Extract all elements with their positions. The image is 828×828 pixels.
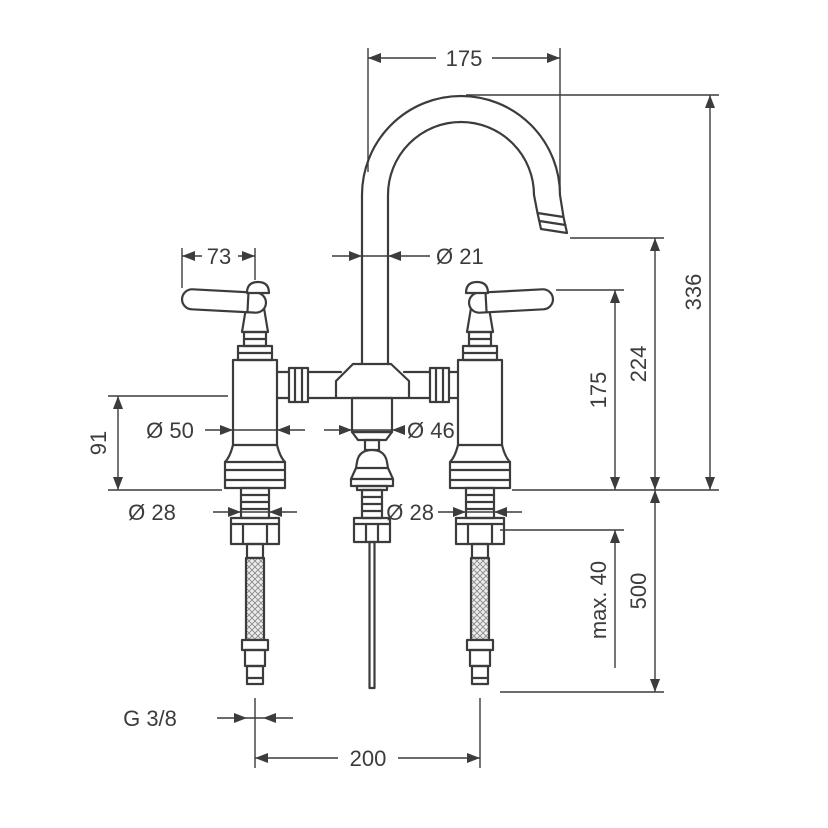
- tee-junction: [334, 362, 411, 400]
- dim-handle-height-label: 175: [586, 372, 611, 409]
- dim-hose-length: 500: [626, 490, 660, 692]
- dim-valve-diameter-label: Ø 50: [146, 418, 194, 443]
- dim-spout-diameter: Ø 21: [332, 244, 484, 269]
- dim-thread-size-label: G 3/8: [123, 706, 177, 731]
- dim-right-shank-diameter-label: Ø 28: [386, 500, 434, 525]
- dim-total-height: 336: [681, 95, 715, 490]
- dim-thread-size: G 3/8: [123, 706, 293, 731]
- right-mounting-nut: [454, 516, 506, 546]
- left-mounting-nut: [229, 516, 281, 546]
- right-supply-hose: [465, 556, 495, 686]
- dim-left-shank-diameter: Ø 28: [128, 500, 297, 525]
- pipe-flange-left: [287, 366, 310, 404]
- dim-total-height-label: 336: [681, 274, 706, 311]
- left-valve: [180, 280, 287, 686]
- dim-hole-distance-label: 200: [350, 746, 387, 771]
- dim-hose-length-label: 500: [626, 573, 651, 610]
- dim-outlet-height-label: 224: [626, 346, 651, 383]
- dim-spout-reach: 175: [367, 45, 561, 190]
- dim-spout-reach-label: 175: [446, 46, 483, 71]
- left-supply-hose: [240, 556, 270, 686]
- right-valve: [448, 280, 555, 686]
- dim-outlet-height: 224: [626, 238, 660, 490]
- dim-body-height-label: 91: [86, 431, 111, 455]
- left-handle: [180, 280, 271, 334]
- dim-body-height: 91: [86, 395, 228, 491]
- dim-center-diameter: Ø 46: [324, 418, 455, 443]
- dim-max-counter-thickness-label: max. 40: [586, 561, 611, 639]
- pop-up-assembly: [349, 396, 395, 690]
- left-lever: [180, 288, 268, 314]
- dimensions: 175 Ø 21 73 91: [86, 45, 719, 771]
- dim-valve-diameter: Ø 50: [146, 418, 305, 443]
- dim-right-shank-diameter: Ø 28: [386, 500, 522, 525]
- dim-spout-diameter-label: Ø 21: [436, 244, 484, 269]
- dim-left-shank-diameter-label: Ø 28: [128, 500, 176, 525]
- left-valve-body: [231, 358, 279, 447]
- left-handle-cap: [245, 280, 271, 295]
- dim-handle-width: 73: [181, 244, 256, 288]
- left-shank: [229, 486, 281, 560]
- spout-outlet: [536, 211, 569, 235]
- right-lever: [467, 288, 555, 314]
- pipe-flange-right: [428, 366, 451, 404]
- right-shank: [454, 486, 506, 560]
- center-mounting-nut: [352, 516, 392, 544]
- faucet-drawing: [180, 94, 569, 690]
- right-handle-cap: [464, 280, 490, 295]
- dim-max-counter-thickness: max. 40: [586, 530, 620, 668]
- dim-hole-distance: 200: [254, 698, 481, 771]
- bridge-pipe: [275, 362, 460, 404]
- dim-center-diameter-label: Ø 46: [407, 418, 455, 443]
- right-valve-base: [448, 460, 512, 490]
- left-valve-base: [223, 460, 287, 490]
- right-valve-body: [456, 358, 504, 447]
- dim-handle-height: 175: [586, 290, 620, 490]
- dim-handle-width-label: 73: [207, 244, 231, 269]
- spout: [360, 94, 569, 366]
- pop-up-rod: [368, 540, 376, 690]
- right-handle: [464, 280, 555, 334]
